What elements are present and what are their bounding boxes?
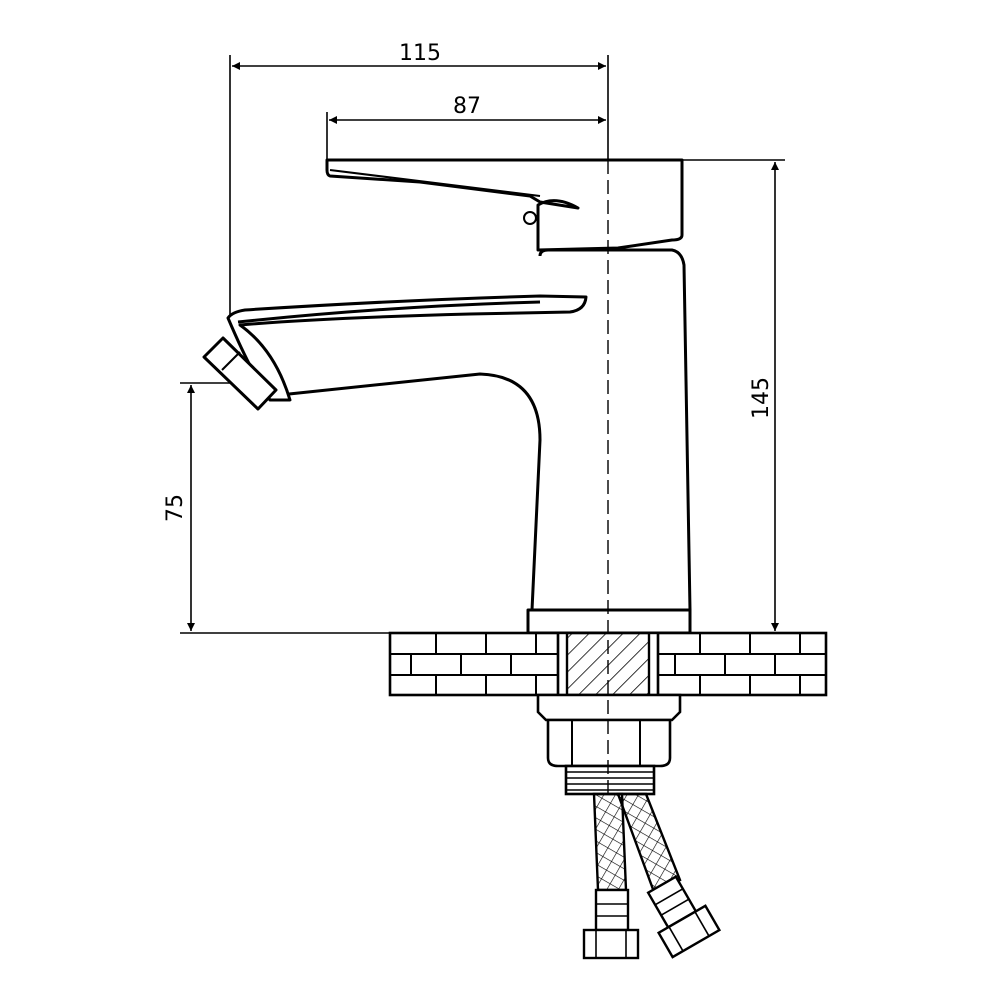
handle-pin bbox=[523, 211, 537, 225]
hose-left-nut bbox=[582, 928, 640, 960]
dimension-label-115: 115 bbox=[399, 41, 441, 66]
under-counter-fittings bbox=[536, 693, 682, 796]
supply-hoses bbox=[582, 792, 722, 960]
faucet-spout-inner-line bbox=[237, 300, 541, 324]
washer bbox=[536, 693, 682, 722]
dimension-label-87: 87 bbox=[453, 94, 481, 119]
handle-lever bbox=[325, 158, 684, 252]
threaded-stud bbox=[564, 764, 656, 796]
hose-right-nut bbox=[656, 904, 722, 959]
dimension-spout-height bbox=[180, 382, 528, 634]
hose-right bbox=[616, 792, 682, 894]
hose-left-ferrule bbox=[594, 888, 630, 932]
dimension-label-75: 75 bbox=[163, 494, 188, 522]
handle-lever-edge bbox=[329, 169, 541, 197]
aerator bbox=[202, 336, 278, 411]
fixing-nut bbox=[546, 718, 672, 768]
base-plate bbox=[526, 608, 692, 635]
dimension-handle-width bbox=[326, 112, 606, 160]
dimension-label-145: 145 bbox=[749, 377, 774, 419]
aerator-divider bbox=[221, 351, 241, 371]
dimension-overall-width bbox=[229, 55, 609, 320]
hose-left bbox=[592, 792, 628, 892]
faucet bbox=[202, 158, 692, 635]
